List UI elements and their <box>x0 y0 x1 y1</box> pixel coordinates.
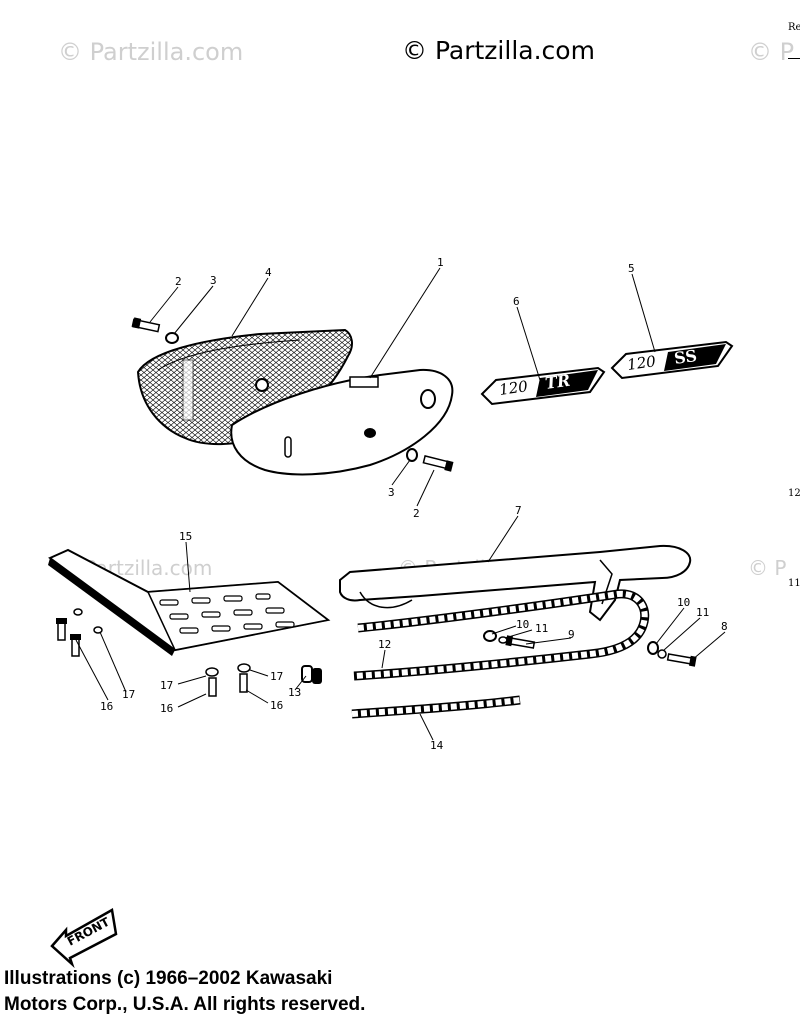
copyright-line-2: Motors Corp., U.S.A. All rights reserved… <box>4 994 366 1015</box>
callout-6: 6 <box>513 295 520 308</box>
bolt-9 <box>505 635 536 649</box>
callout-7: 7 <box>515 504 522 517</box>
callout-13: 13 <box>288 686 301 699</box>
emblem-ss-text: SS <box>673 346 698 368</box>
emblem-tr-number: 120 <box>498 377 529 399</box>
callout-16-center-a: 16 <box>160 702 173 715</box>
callout-1: 1 <box>437 256 444 269</box>
callout-12: 12 <box>378 638 391 651</box>
bolt-16-center-b <box>237 663 251 693</box>
callout-9: 9 <box>568 628 575 641</box>
bolt-16-left-a <box>56 618 67 641</box>
callout-3-lower: 3 <box>388 486 395 499</box>
callout-17-center-a: 17 <box>160 679 173 692</box>
callout-17-left: 17 <box>122 688 135 701</box>
bolt-8 <box>666 653 697 667</box>
callout-11-right: 11 <box>696 606 709 619</box>
spacer-10-center <box>483 630 497 642</box>
callout-15: 15 <box>179 530 192 543</box>
watermark-top-left: © Partzilla.com <box>58 38 244 66</box>
copyright-line-1: Illustrations (c) 1966–2002 Kawasaki <box>4 968 333 989</box>
callout-17-center-b: 17 <box>270 670 283 683</box>
corner-rule <box>788 58 800 59</box>
callout-4: 4 <box>265 266 272 279</box>
part-15-skid-plate <box>48 548 331 656</box>
callout-11-center: 11 <box>535 622 548 635</box>
part-1-side-cover <box>230 368 454 476</box>
bolt-2-upper <box>131 317 161 333</box>
callout-10-center: 10 <box>516 618 529 631</box>
watermark-top-center: © Partzilla.com <box>402 36 595 65</box>
callout-2-lower: 2 <box>413 507 420 520</box>
bolt-2-lower <box>422 455 454 472</box>
callout-8: 8 <box>721 620 728 633</box>
callout-2-upper: 2 <box>175 275 182 288</box>
callout-16-left: 16 <box>100 700 113 713</box>
spacer-10-right <box>647 641 659 655</box>
callout-5: 5 <box>628 262 635 275</box>
washer-3-upper <box>165 332 179 344</box>
callout-14: 14 <box>430 739 444 752</box>
washer-3-lower <box>406 448 418 462</box>
part-12-drive-chain <box>353 589 650 681</box>
washer-17-left-b <box>93 626 103 634</box>
washer-17-left-a <box>73 608 83 616</box>
part-5-emblem-ss: 120 SS <box>610 340 734 380</box>
part-14-chain <box>351 695 521 719</box>
emblem-ss-number: 120 <box>626 352 657 374</box>
corner-label-right-b: 11 <box>788 578 800 589</box>
part-13-master-link <box>301 665 322 684</box>
bolt-16-left-b <box>70 634 81 657</box>
washer-11-right <box>657 649 667 659</box>
callout-3-upper: 3 <box>210 274 217 287</box>
part-6-emblem-tr: 120 TR <box>480 366 606 406</box>
corner-label-top: Re <box>788 22 800 33</box>
corner-label-right-a: 12 <box>788 488 800 499</box>
watermark-mid-right: © P <box>748 556 787 580</box>
copyright-notice: Illustrations (c) 1966–2002 Kawasaki Mot… <box>4 966 365 1018</box>
bolt-16-center-a <box>205 667 219 697</box>
front-arrow: FRONT <box>50 908 118 969</box>
callout-16-center-b: 16 <box>270 699 283 712</box>
callout-10-right: 10 <box>677 596 690 609</box>
callout-labels: 1 2 3 4 3 2 5 6 7 15 8 9 10 11 10 11 12 … <box>100 256 728 752</box>
emblem-tr-text: TR <box>544 371 572 393</box>
leader-lines <box>75 267 726 741</box>
watermark-top-right: © P <box>748 38 795 66</box>
